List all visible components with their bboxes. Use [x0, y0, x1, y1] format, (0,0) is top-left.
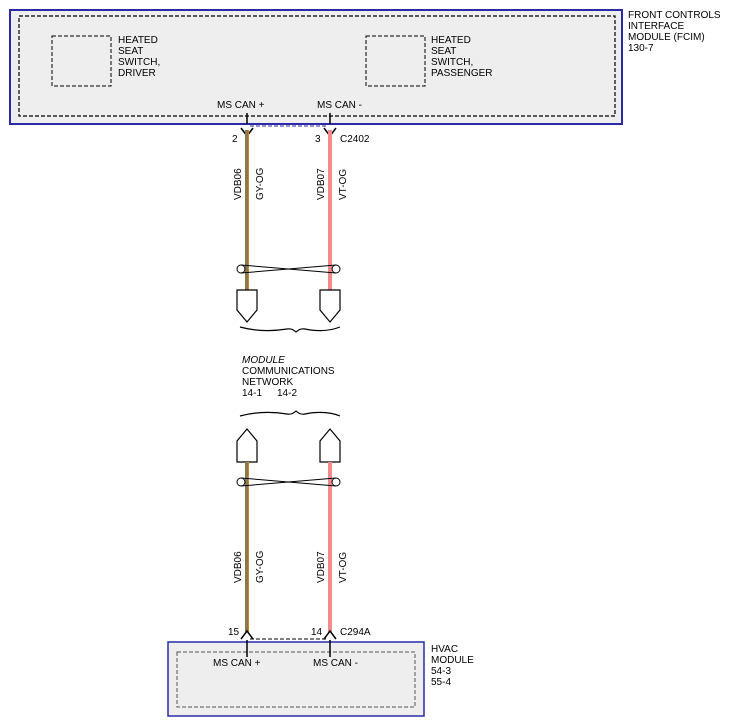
- lower-twist-lines: [240, 477, 337, 487]
- connector-c294a-pin-minus-number: 14: [311, 627, 323, 638]
- upper-wire-minus-circuit: VDB07: [316, 168, 327, 200]
- lower-inline-connector-plus: [236, 428, 258, 463]
- heated-seat-switch-passenger-label: HEATED SEAT SWITCH, PASSENGER: [431, 35, 493, 79]
- hvac-module-title: HVAC MODULE 54-3 55-4: [431, 644, 477, 688]
- connector-c294a-name: C294A: [340, 627, 371, 638]
- upper-wire-minus: VDB07 VT-OG: [316, 130, 349, 290]
- upper-twist-loop-right: [331, 264, 341, 274]
- upper-wire-plus-color-code: GY-OG: [255, 167, 266, 200]
- upper-inline-connector-plus: [236, 289, 258, 323]
- lower-inline-connector-minus: [319, 428, 341, 463]
- fcim-module-title: FRONT CONTROLS INTERFACE MODULE (FCIM) 1…: [628, 10, 723, 54]
- hvac-ms-can-minus-label: MS CAN -: [313, 658, 358, 669]
- heated-seat-switch-passenger-box: [365, 35, 426, 87]
- network-ref-14-1: 14-1: [242, 388, 262, 399]
- upper-twist-loop-left: [236, 264, 246, 274]
- lower-brace: [239, 410, 341, 417]
- hvac-module-box: [167, 641, 425, 717]
- connector-c2402-pin-plus-number: 2: [232, 134, 238, 145]
- hvac-module-inner-dashed: [176, 651, 416, 708]
- lower-twist-loop-left: [236, 477, 246, 487]
- fcim-ms-can-minus-label: MS CAN -: [317, 100, 362, 111]
- upper-wire-minus-color-code: VT-OG: [338, 169, 349, 200]
- upper-brace: [239, 326, 341, 333]
- upper-twist-lines: [240, 264, 337, 274]
- fcim-module-box: [9, 9, 623, 125]
- lower-wire-minus-color-code: VT-OG: [338, 552, 349, 583]
- fcim-module-inner-dashed: [18, 15, 616, 117]
- connector-c2402-pin-minus-number: 3: [315, 134, 321, 145]
- heated-seat-switch-driver-box: [51, 35, 112, 87]
- lower-wire-plus-circuit: VDB06: [233, 551, 244, 583]
- upper-twisted-pair: [236, 264, 341, 274]
- upper-wire-plus-circuit: VDB06: [233, 168, 244, 200]
- lower-wire-plus-color-code: GY-OG: [255, 550, 266, 583]
- upper-inline-connector-minus: [319, 289, 341, 323]
- connector-c294a-pin-minus-arrow: [323, 629, 337, 640]
- hvac-ms-can-plus-label: MS CAN +: [213, 658, 261, 669]
- heated-seat-switch-driver-label: HEATED SEAT SWITCH, DRIVER: [118, 35, 163, 79]
- lower-wire-minus: VDB07 VT-OG: [316, 462, 349, 632]
- connector-c294a-pin-plus-number: 15: [228, 627, 240, 638]
- lower-twisted-pair: [236, 477, 341, 487]
- hvac-module: MS CAN + MS CAN -: [167, 640, 425, 717]
- lower-twist-loop-right: [331, 477, 341, 487]
- fcim-ms-can-plus-label: MS CAN +: [217, 100, 265, 111]
- fcim-module: HEATED SEAT SWITCH, DRIVER HEATED SEAT S…: [9, 9, 623, 125]
- lower-wire-minus-circuit: VDB07: [316, 551, 327, 583]
- network-reference-label: MODULE COMMUNICATIONS NETWORK: [242, 355, 337, 388]
- connector-c2402-name: C2402: [340, 134, 370, 145]
- connector-c294a: 15 14 C294A: [228, 627, 371, 640]
- connector-c2402: 2 3 C2402: [232, 125, 370, 145]
- upper-wire-plus: VDB06 GY-OG: [233, 130, 266, 290]
- lower-wire-plus: VDB06 GY-OG: [233, 462, 266, 632]
- connector-c294a-pin-plus-arrow: [240, 629, 254, 640]
- network-ref-14-2: 14-2: [277, 388, 297, 399]
